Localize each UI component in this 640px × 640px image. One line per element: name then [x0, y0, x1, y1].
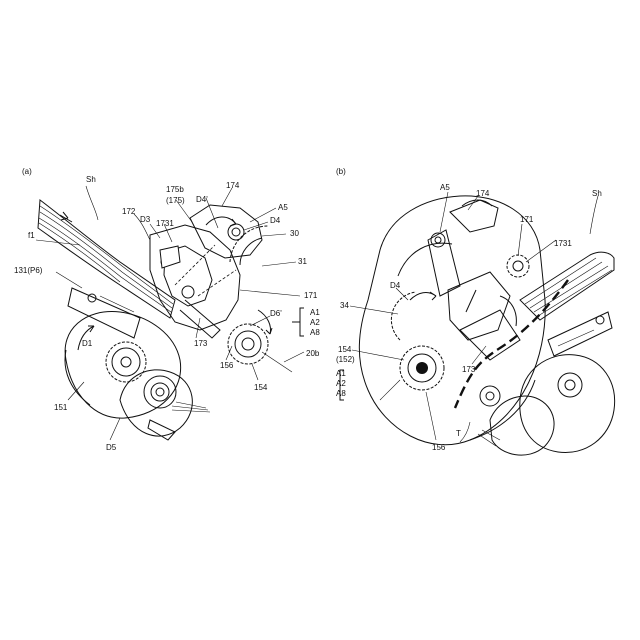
panel-b-central-parts: [448, 272, 520, 360]
label-b-a5: A5: [440, 183, 450, 192]
label-b-sh: Sh: [592, 189, 602, 198]
label-a-f1: f1: [28, 231, 35, 240]
label-a-20b: 20b: [306, 349, 320, 358]
panel-b-lever-right: [548, 312, 612, 356]
panel-b-housing: [359, 196, 545, 445]
label-a-172: 172: [122, 207, 136, 216]
panel-b-sheet-stack: [520, 252, 614, 320]
label-b-156: 156: [432, 443, 446, 452]
label-b-a1: A1: [336, 369, 346, 378]
label-a-173: 173: [194, 339, 208, 348]
panel-b-leaders: [340, 192, 598, 440]
panel-a-gear-left: [106, 342, 146, 382]
panel-a-lever-131: [68, 288, 140, 338]
label-b-t: T: [456, 429, 461, 438]
label-b-a2: A2: [336, 379, 346, 388]
label-a-a2: A2: [310, 318, 320, 327]
label-a-175b: 175b: [166, 185, 184, 194]
panel-b: (b): [336, 167, 615, 455]
label-a-a8: A8: [310, 328, 320, 337]
label-b-d4: D4: [390, 281, 401, 290]
label-b-154: 154: [338, 345, 352, 354]
label-a-1731: 1731: [156, 219, 174, 228]
panel-b-arm-174: [428, 200, 498, 296]
label-a-d1: D1: [82, 339, 93, 348]
label-a-30: 30: [290, 229, 299, 238]
panel-a-gear-154: [228, 310, 292, 372]
panel-b-roller-right: [490, 355, 615, 455]
panel-a-labels: Sh f1 131(P6) 172 D3 1731 175b (175) D4'…: [14, 175, 320, 452]
panel-a-sheet-stack: [38, 200, 175, 318]
label-b-34: 34: [340, 301, 349, 310]
label-b-a8: A8: [336, 389, 346, 398]
panel-b-gear-154: [380, 346, 444, 400]
panel-a-tag: (a): [22, 167, 32, 176]
label-a-d5: D5: [106, 443, 117, 452]
label-a-175: (175): [166, 196, 185, 205]
label-a-151: 151: [54, 403, 68, 412]
panel-b-gear-171: [507, 255, 529, 277]
label-a-d4p: D4': [196, 195, 208, 204]
panel-a: (a): [14, 167, 320, 452]
label-a-31: 31: [298, 257, 307, 266]
panel-b-gear-small: [480, 386, 500, 406]
label-a-a1: A1: [310, 308, 320, 317]
panel-b-tag: (b): [336, 167, 346, 176]
label-a-154: 154: [254, 383, 268, 392]
label-b-174: 174: [476, 189, 490, 198]
label-b-152: (152): [336, 355, 355, 364]
label-a-sh: Sh: [86, 175, 96, 184]
label-a-131: 131(P6): [14, 266, 43, 275]
panel-b-labels: A5 174 Sh 171 1731 D4 34 154 (152) A1 A2…: [336, 183, 602, 452]
panel-a-frame: [150, 225, 240, 338]
label-a-d4: D4: [270, 216, 281, 225]
label-a-171: 171: [304, 291, 318, 300]
panel-b-gear-34: [391, 292, 436, 340]
label-a-d3: D3: [140, 215, 151, 224]
label-b-171: 171: [520, 215, 534, 224]
label-a-174: 174: [226, 181, 240, 190]
label-a-a5: A5: [278, 203, 288, 212]
panel-a-top-mechanism: [190, 205, 262, 258]
label-a-d6p: D6': [270, 309, 282, 318]
label-b-173: 173: [462, 365, 476, 374]
label-b-1731: 1731: [554, 239, 572, 248]
label-a-156: 156: [220, 361, 234, 370]
